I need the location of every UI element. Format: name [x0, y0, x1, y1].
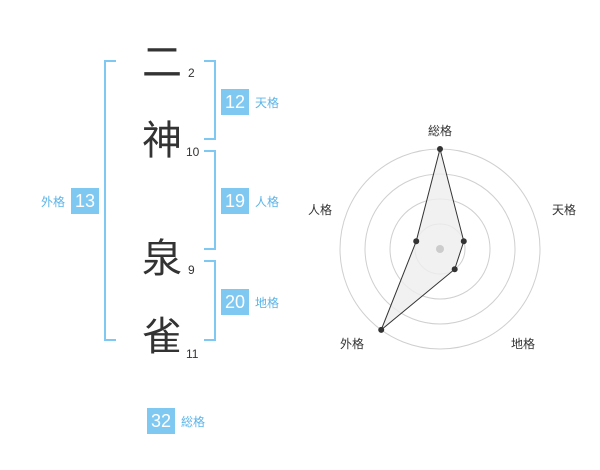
jinkaku-badge: 19 人格 [221, 188, 279, 214]
name-char-4: 雀 [142, 314, 182, 360]
radar-point-4 [413, 238, 420, 245]
radar-label-tenkaku: 天格 [552, 203, 577, 217]
tenkaku-value: 12 [221, 89, 249, 115]
chikaku-bracket [204, 260, 216, 341]
jinkaku-value: 19 [221, 188, 249, 214]
chikaku-badge: 20 地格 [221, 289, 279, 315]
gaikaku-value: 13 [71, 188, 100, 214]
gaikaku-badge: 外格 13 [41, 188, 100, 214]
name-char-3: 泉 [142, 236, 182, 282]
radar-label-gaikaku: 外格 [340, 337, 365, 351]
radar-point-2 [451, 266, 458, 273]
radar-label-chikaku: 地格 [511, 337, 536, 351]
radar-points [378, 146, 467, 333]
stroke-count-4: 11 [186, 347, 199, 361]
gaikaku-bracket [104, 60, 116, 341]
radar-point-1 [460, 238, 467, 245]
jinkaku-label: 人格 [255, 194, 280, 209]
chikaku-value: 20 [221, 289, 249, 315]
chikaku-label: 地格 [255, 295, 280, 310]
stroke-count-3: 9 [188, 263, 195, 277]
radar-center-dot [436, 245, 444, 253]
radar-label-jinkaku: 人格 [308, 203, 333, 217]
stroke-count-1: 2 [188, 66, 195, 80]
tenkaku-bracket [204, 60, 216, 140]
soukaku-value: 32 [147, 408, 175, 434]
soukaku-badge: 32 総格 [147, 408, 205, 434]
soukaku-label: 総格 [181, 414, 206, 429]
tenkaku-label: 天格 [255, 95, 280, 110]
radar-point-0 [437, 146, 443, 152]
jinkaku-bracket [204, 150, 216, 250]
stroke-count-2: 10 [186, 145, 200, 159]
radar-point-3 [378, 326, 385, 333]
tenkaku-badge: 12 天格 [221, 89, 279, 115]
radar-label-soukaku: 総格 [428, 124, 453, 138]
name-char-1: 二 [142, 40, 182, 86]
gaikaku-label: 外格 [41, 194, 66, 209]
name-char-2: 神 [142, 118, 182, 164]
radar-polygon [380, 148, 465, 331]
